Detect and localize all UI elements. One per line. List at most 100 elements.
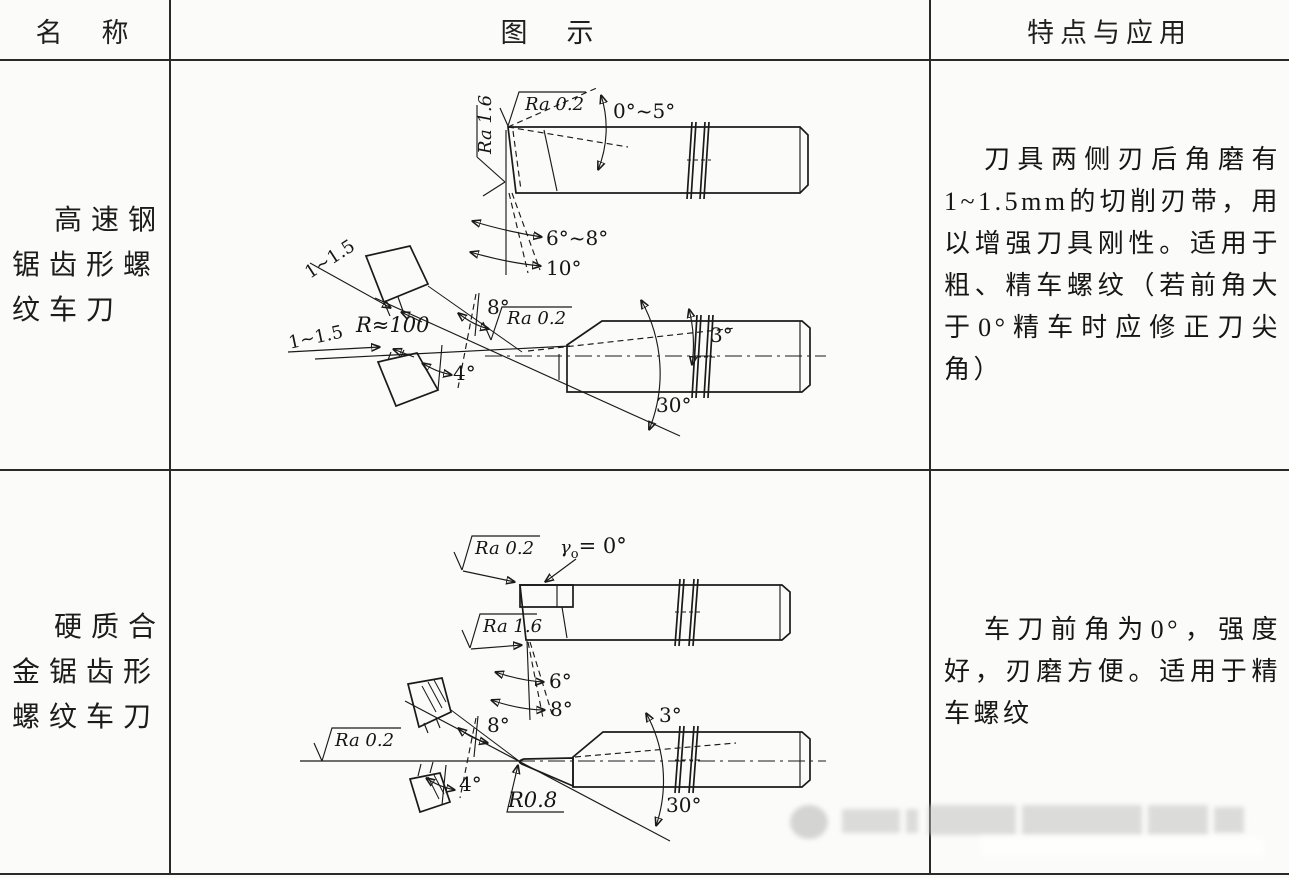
thread-profile-wedge: [376, 352, 440, 408]
relief-angle-arc: [458, 728, 488, 743]
clearance-angle-label: 6°: [549, 669, 572, 693]
column-divider-2: [929, 0, 931, 875]
diagram-hss-tool: 0°~5° Ra 0.2 Ra 1.6 6°~8° 10°: [287, 86, 826, 437]
gamma-symbol: γ: [560, 537, 571, 558]
surface-finish-symbol: Ra 0.2: [499, 91, 586, 127]
trail-angle-line: [527, 327, 737, 352]
profile-angle-label: 30°: [666, 793, 701, 817]
roughness-label: Ra 0.2: [506, 308, 566, 329]
tool-name-row2: 硬质合 金锯齿形 螺纹车刀: [0, 470, 170, 874]
clearance-line: [511, 192, 541, 271]
dimension-leader: [401, 312, 423, 323]
tool-shank-outline: [507, 126, 809, 194]
header-name: 名 称: [35, 17, 135, 48]
clearance-line: [529, 641, 553, 715]
tool-name-line: 螺纹车刀: [12, 701, 161, 733]
break-mark: [674, 725, 700, 794]
clearance-angle-arc: [491, 700, 545, 710]
land-width-label: 1~1.5: [301, 236, 359, 284]
clearance-angle-arc: [470, 252, 541, 266]
clearance-angle-label: 10°: [546, 256, 581, 280]
tool-shank-outline: [572, 731, 811, 788]
features-text: 车刀前角为0°，强度好，刃磨方便。适用于精车螺纹: [944, 615, 1281, 728]
rake-angle-label: γo= 0°: [560, 534, 627, 562]
side-view: Ra 0.2 γo= 0° Ra 1.6 6° 8°: [453, 534, 791, 721]
cutting-edge-extension: [374, 297, 681, 437]
carbide-insert: [519, 584, 574, 608]
dimension-leader: [287, 347, 380, 353]
header-features: 特点与应用: [1027, 17, 1192, 48]
relief-angle-arc: [426, 778, 455, 790]
side-view: 0°~5° Ra 0.2 Ra 1.6 6°~8° 10°: [470, 86, 809, 280]
break-mark: [686, 121, 711, 200]
reference-line: [441, 764, 447, 806]
tool-name-row1: 高速钢 锯齿形螺 纹车刀: [0, 60, 170, 470]
relief-angle-arc: [422, 363, 452, 375]
clearance-angle-arc: [472, 221, 542, 237]
tool-name-line: 纹车刀: [12, 294, 124, 326]
tool-name-line: 硬质合: [54, 611, 166, 643]
tool-name-line: 金锯齿形: [12, 656, 161, 688]
trail-angle-arc: [689, 309, 693, 365]
roughness-label: Ra 1.6: [482, 616, 542, 637]
tool-shank-outline: [519, 584, 791, 641]
watermark: [790, 797, 1260, 849]
watermark-logo: [790, 805, 828, 839]
trail-angle-line: [574, 742, 737, 758]
bottom-border: [0, 873, 1289, 875]
header-illustration: 图 示: [500, 17, 600, 48]
carbide-nose-insert: [518, 757, 574, 788]
rake-line: [507, 126, 629, 148]
roughness-label: Ra 0.2: [474, 538, 534, 559]
rake-value: = 0°: [579, 534, 627, 558]
break-mark: [674, 578, 700, 647]
trail-angle-label: 3°: [659, 703, 682, 727]
surface-finish-symbol: Ra 0.2: [482, 306, 572, 341]
reference-line: [437, 344, 443, 391]
roughness-label: Ra 0.2: [524, 94, 584, 115]
rake-reference-line: [507, 86, 600, 128]
rake-angle-arc: [598, 95, 606, 170]
tool-name-line: 锯齿形螺: [12, 249, 161, 281]
profile-angle-arc: [646, 713, 665, 826]
features-text: 刀具两侧刃后角磨有1~1.5mm的切削刃带，用以增强刀具刚性。适用于粗、精车螺纹…: [944, 145, 1281, 384]
rake-angle-label: 0°~5°: [613, 99, 675, 123]
gamma-subscript: o: [571, 547, 579, 562]
profile-angle-arc: [641, 300, 661, 430]
row-divider: [0, 469, 1289, 471]
ground-face-edge: [543, 129, 558, 192]
features-row2: 车刀前角为0°，强度好，刃磨方便。适用于精车螺纹: [930, 470, 1289, 874]
trail-angle-label: 3°: [710, 323, 733, 347]
wedge-hatching: [421, 679, 447, 713]
break-mark: [690, 314, 718, 399]
relief-construction-line: [457, 293, 477, 389]
thread-profile-wedge: [364, 245, 430, 304]
surface-finish-symbol: Ra 0.2: [453, 535, 540, 582]
clearance-angle-arc: [495, 672, 544, 682]
relief-angle-arc: [458, 313, 489, 329]
header-divider: [0, 59, 1289, 61]
relief-angle-label: 8°: [487, 713, 510, 737]
watermark-highlight: [980, 836, 1265, 858]
land-stem: [423, 717, 441, 734]
leader-arrow: [470, 645, 522, 649]
features-row1: 刀具两侧刃后角磨有1~1.5mm的切削刃带，用以增强刀具刚性。适用于粗、精车螺纹…: [930, 60, 1289, 470]
column-divider-1: [169, 0, 171, 875]
dimension-leader: [393, 349, 415, 358]
diagram-carbide-tool: Ra 0.2 γo= 0° Ra 1.6 6° 8°: [300, 534, 826, 842]
relief-angle-label: 8°: [487, 295, 510, 319]
relief-angle-label: 4°: [459, 772, 482, 796]
top-view: 3° 30° Ra 0.2 8° 4° R0.8: [300, 677, 826, 842]
cutting-edge-extension: [404, 700, 671, 842]
nose-radius-label: R0.8: [507, 788, 557, 812]
thread-profile-wedge: [408, 772, 452, 814]
clearance-line: [527, 641, 544, 719]
roughness-label: Ra 0.2: [334, 730, 394, 751]
relief-angle-label: 4°: [453, 361, 476, 385]
reference-line: [474, 292, 480, 337]
surface-finish-symbol: Ra 1.6: [461, 613, 542, 649]
thread-profile-wedge: [406, 677, 453, 729]
clearance-angle-label: 6°~8°: [546, 226, 608, 250]
leader-arrow: [462, 570, 515, 582]
